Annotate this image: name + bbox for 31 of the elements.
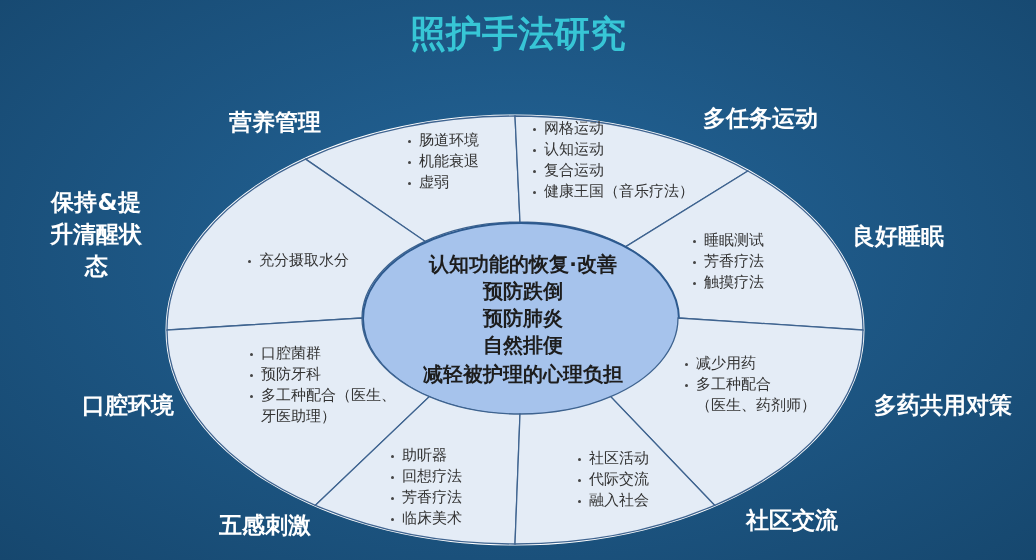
bullet-item: 社区活动: [575, 448, 689, 469]
category-heading: 良好睡眠: [852, 222, 944, 251]
bullet-item: 多工种配合（医生、牙医助理）: [247, 385, 411, 427]
bullet-item: 触摸疗法: [690, 272, 804, 293]
bullet-item: 代际交流: [575, 469, 689, 490]
bullet-item: 融入社会: [575, 490, 689, 511]
goal-text: 认知功能的恢复·改善: [429, 250, 617, 278]
title: 照护手法研究: [410, 11, 626, 56]
goal-text: 自然排便: [483, 331, 563, 359]
category-heading: 保持&提升清醒状态: [49, 188, 143, 281]
bullet-item: 助听器: [388, 445, 502, 466]
category-heading: 口腔环境: [82, 391, 174, 420]
goal-text: 预防跌倒: [483, 277, 563, 305]
category-heading: 五感刺激: [219, 511, 311, 540]
bullet-item: 口腔菌群: [247, 343, 411, 364]
goal-text: 预防肺炎: [483, 304, 563, 332]
bullet-item: 临床美术: [388, 508, 502, 529]
bullet-item: 回想疗法: [388, 466, 502, 487]
bullet-item: 睡眠测试: [690, 230, 804, 251]
category-heading: 多药共用对策: [874, 391, 1012, 420]
goal-text: 减轻被护理的心理负担: [423, 360, 623, 388]
category-heading: 营养管理: [229, 108, 321, 137]
bullet-item: 多工种配合（医生、药剂师）: [682, 374, 826, 416]
bullet-item: 认知运动: [530, 139, 744, 160]
bullet-item: 减少用药: [682, 353, 826, 374]
bullet-item: 复合运动: [530, 160, 744, 181]
category-heading: 社区交流: [746, 506, 838, 535]
bullet-item: 预防牙科: [247, 364, 411, 385]
category-heading: 多任务运动: [702, 104, 818, 133]
bullet-item: 芳香疗法: [690, 251, 804, 272]
bullet-item: 芳香疗法: [388, 487, 502, 508]
